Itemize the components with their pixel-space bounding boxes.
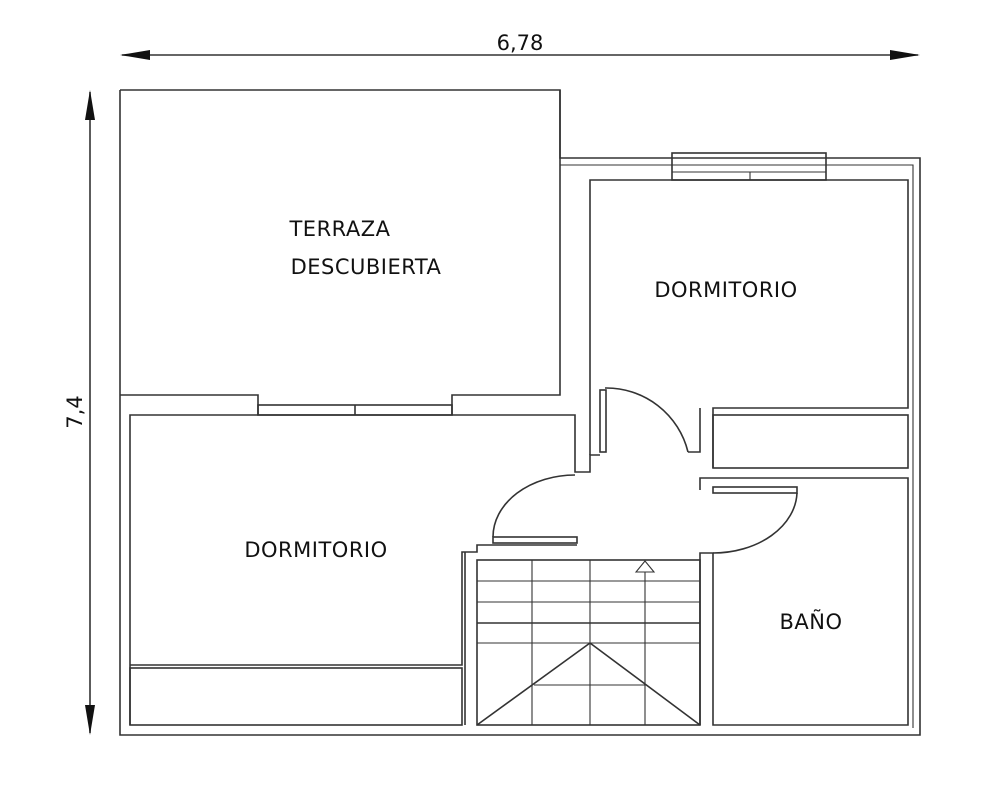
left-wardrobe — [129, 667, 463, 726]
bedroom-right-label: DORMITORIO — [654, 278, 797, 302]
bedroom-left-label: DORMITORIO — [244, 538, 387, 562]
staircase — [476, 559, 701, 726]
doors — [492, 387, 798, 554]
terrace-label-line1: TERRAZA — [288, 217, 390, 241]
bedroom-right: DORMITORIO — [589, 152, 909, 469]
bathroom-door-swing — [712, 492, 798, 554]
right-wardrobe — [712, 414, 909, 469]
bedroom-right-window — [671, 152, 827, 181]
bedroom-left-door-leaf — [492, 536, 578, 544]
width-dimension-label: 6,78 — [497, 31, 544, 55]
bedroom-right-door-leaf — [599, 389, 607, 453]
width-dimension: 6,78 — [120, 31, 920, 60]
height-dimension-label: 7,4 — [63, 395, 87, 428]
bathroom-label: BAÑO — [779, 608, 842, 634]
bathroom-door-leaf — [712, 486, 798, 494]
bedroom-left-door-swing — [492, 474, 576, 538]
stair-arrow-head — [634, 560, 656, 573]
terrace-label-line2: DESCUBIERTA — [291, 255, 442, 279]
bedroom-right-door-swing — [604, 387, 689, 453]
bathroom: BAÑO — [699, 477, 909, 726]
bedroom-left: DORMITORIO — [129, 414, 600, 726]
outer-walls — [119, 89, 921, 736]
terrace: TERRAZA DESCUBIERTA — [120, 90, 561, 416]
height-dimension: 7,4 — [63, 90, 95, 735]
